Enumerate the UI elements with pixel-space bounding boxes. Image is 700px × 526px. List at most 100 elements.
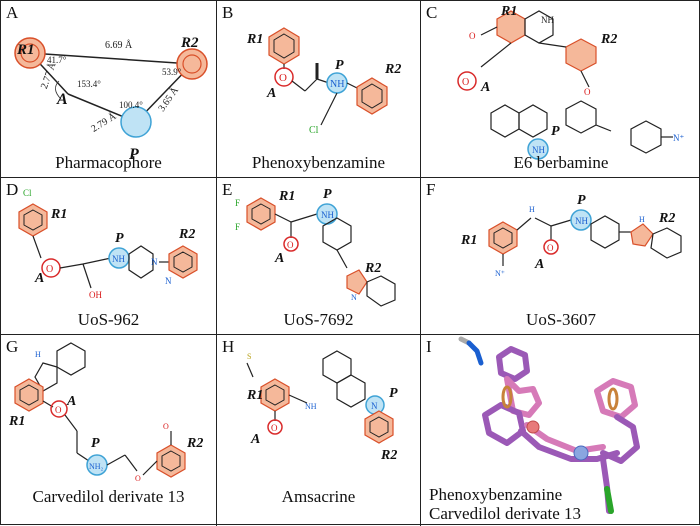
r1-ring xyxy=(14,37,46,69)
o-atom: O xyxy=(547,243,554,253)
nitro-atom: N⁺ xyxy=(673,133,684,143)
r2-label: R2 xyxy=(178,227,195,242)
p-label: P xyxy=(577,193,586,208)
a-label: A xyxy=(274,251,284,266)
a-label: A xyxy=(250,432,260,447)
stick-ring xyxy=(594,378,638,420)
panel-caption: Phenoxybenzamine Carvedilol derivate 13 xyxy=(429,485,700,523)
panel-letter: H xyxy=(222,337,235,356)
p-label: P xyxy=(323,187,332,202)
a-site xyxy=(283,236,299,252)
f-atom: F xyxy=(235,222,240,232)
o-atom: O xyxy=(135,474,141,483)
o-atom: O xyxy=(279,72,287,84)
a-label: A xyxy=(56,91,68,108)
r1-label: R1 xyxy=(50,207,67,222)
panel-e: E F F O NH N R1 R2 A P UoS-7692 xyxy=(217,178,421,335)
p-label: P xyxy=(551,124,560,139)
pharmacophore-diagram: R1 R2 A P 6.69 Å 2.77 Å 2.79 Å 3.65 Å 41… xyxy=(14,35,208,163)
dist-r1-r2: 6.69 Å xyxy=(105,39,133,51)
a-site xyxy=(274,67,294,87)
uos-962-structure: Cl O OH NH N N R1 R2 A P xyxy=(18,188,198,300)
panel-b: B O NH Cl R1 R2 A P Phenoxybenzamine xyxy=(217,1,421,178)
r1-label: R1 xyxy=(500,4,517,19)
panel-letter: C xyxy=(426,3,438,22)
p-label: P xyxy=(389,386,398,401)
angle-a: 153.4° xyxy=(77,79,101,89)
o-atom: O xyxy=(55,405,62,415)
panel-f: F N⁺ H O NH H R1 R2 A P UoS-3607 xyxy=(421,178,700,335)
e6-berbamine-structure: NH O O O NH N⁺ R1 R2 A P xyxy=(457,4,684,160)
r2-label: R2 xyxy=(186,436,203,451)
n-plus-atom: NH xyxy=(321,210,334,220)
nh-atom: NH xyxy=(541,15,554,25)
a-label: A xyxy=(480,80,490,95)
cl-atom: Cl xyxy=(309,125,319,136)
r1-label: R1 xyxy=(16,42,35,58)
panel-caption: UoS-962 xyxy=(77,310,140,329)
r2-ring xyxy=(176,48,208,80)
panel-letter: G xyxy=(6,337,19,356)
caption-line-2: Carvedilol derivate 13 xyxy=(429,504,582,523)
uos-3607-structure: N⁺ H O NH H R1 R2 A P xyxy=(460,193,682,278)
n-plus-atom: N xyxy=(371,401,378,411)
s-atom: S xyxy=(247,352,251,361)
a-label: A xyxy=(534,257,544,272)
panel-caption: Carvedilol derivate 13 xyxy=(32,487,185,506)
r1-centroid xyxy=(501,385,513,409)
a-site xyxy=(267,419,283,435)
panel-caption: Amsacrine xyxy=(281,487,356,506)
r2-label: R2 xyxy=(384,62,401,77)
angle-r2: 53.9° xyxy=(162,67,182,77)
a-site xyxy=(457,71,477,91)
n-plus-atom: NH xyxy=(575,216,588,226)
n-atom: N xyxy=(165,276,172,286)
nh-atom: NH xyxy=(305,402,317,411)
cl-atom: Cl xyxy=(23,188,32,198)
angle-r1: 41.7° xyxy=(47,55,67,65)
stick-ring xyxy=(496,346,530,382)
p-label: P xyxy=(115,231,124,246)
r1-label: R1 xyxy=(246,388,263,403)
overlay-3d-structure xyxy=(458,336,640,514)
r1-label: R1 xyxy=(460,233,477,248)
n-atom: N xyxy=(151,257,158,267)
r2-label: R2 xyxy=(658,211,675,226)
panel-d: D Cl O OH NH N N R1 R2 A P UoS-962 xyxy=(1,178,217,335)
r2-label: R2 xyxy=(380,448,397,463)
r1-label: R1 xyxy=(246,32,263,47)
p-label: P xyxy=(91,436,100,451)
a-label: A xyxy=(66,394,76,409)
nh-plus-atom: NH xyxy=(112,254,125,264)
panel-caption: E6 berbamine xyxy=(513,153,609,172)
carvedilol-derivate-structure: H O NH₂ O O R1 R2 A P xyxy=(8,342,203,483)
nh-atom: H xyxy=(35,350,41,359)
panel-letter: E xyxy=(222,180,233,199)
o-atom: O xyxy=(462,77,469,88)
nh2-plus-atom: NH₂ xyxy=(89,462,104,471)
o-atom: O xyxy=(469,31,476,41)
panel-caption: UoS-3607 xyxy=(526,310,596,329)
o-atom: O xyxy=(271,423,278,433)
panel-h: H S O NH N R1 R2 A P Amsacrine xyxy=(217,335,421,526)
nh-plus-atom: NH xyxy=(330,79,344,90)
a-label: A xyxy=(34,271,44,286)
a-label: A xyxy=(266,86,276,101)
panel-c: C NH O O O NH N⁺ R1 R2 A P xyxy=(421,1,700,178)
p-site xyxy=(570,209,592,231)
panel-caption: Phenoxybenzamine xyxy=(251,153,386,172)
p-site xyxy=(120,106,152,138)
angle-p: 100.4° xyxy=(119,100,143,110)
panel-letter: I xyxy=(426,337,432,356)
oh-atom: OH xyxy=(89,290,102,300)
stick-chain xyxy=(600,414,640,464)
o-atom: O xyxy=(287,240,294,250)
phenoxybenzamine-structure: O NH Cl R1 R2 A P xyxy=(246,27,401,136)
a-site xyxy=(543,239,559,255)
panel-a: A R1 R2 A P 6.69 Å 2.77 Å 2.79 Å 3.65 Å … xyxy=(1,1,217,178)
a-site xyxy=(50,400,68,418)
stick-n xyxy=(466,340,484,366)
r2-label: R2 xyxy=(364,261,381,276)
caption-line-1: Phenoxybenzamine xyxy=(429,485,563,504)
